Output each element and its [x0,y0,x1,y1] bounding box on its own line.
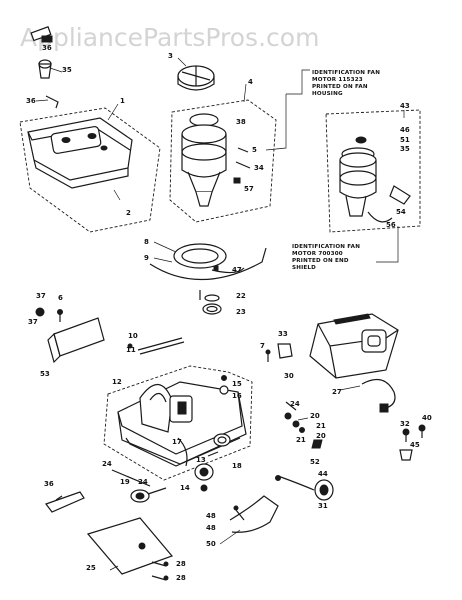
note-line: HOUSING [312,91,343,97]
callout-31: 31 [318,502,328,510]
callout-45: 45 [410,441,420,449]
callout-11: 11 [126,346,136,354]
callout-4: 4 [248,78,253,86]
filter-disc [177,57,215,91]
underside-parts [177,437,219,492]
callout-40: 40 [422,414,432,422]
note-line: MOTOR 115323 [312,77,363,83]
callout-50: 50 [206,540,216,548]
callout-47: 47 [232,266,242,274]
callout-14: 14 [180,484,190,492]
callout-19: 19 [120,478,130,486]
note-line: IDENTIFICATION FAN [292,244,360,250]
callout-35: 35 [62,66,72,74]
note-line: PRINTED ON END [292,258,349,264]
callout-28: 28 [176,574,186,582]
callout-28: 28 [176,560,186,568]
rings-22-23 [199,290,222,315]
callout-25: 25 [86,564,96,572]
callout-15: 15 [232,380,242,388]
watermark: AppliancePartsPros.com [20,23,319,52]
callout-36: 36 [26,97,36,105]
callout-57: 57 [244,185,254,193]
hardware-top-left [30,26,63,109]
callout-21: 21 [316,422,326,430]
callout-numbers: 36 35 36 1 2 3 4 38 5 34 57 43 46 51 35 … [26,44,432,582]
fasteners-33-7 [265,343,293,362]
callout-52: 52 [310,458,320,466]
rod-10-11 [127,337,185,355]
callout-9: 9 [144,254,149,262]
callout-36: 36 [42,44,52,52]
callout-5: 5 [252,146,257,154]
callout-20: 20 [316,432,326,440]
bottom-plate-25 [86,517,174,575]
callout-8: 8 [144,238,149,246]
callout-56: 56 [386,221,396,229]
callout-24: 24 [290,400,300,408]
callout-1: 1 [120,97,125,105]
callout-16: 16 [232,392,242,400]
callout-35: 35 [400,145,410,153]
callout-3: 3 [168,52,173,60]
note-line: SHIELD [292,265,316,271]
callout-38: 38 [236,118,246,126]
callout-37: 37 [36,292,46,300]
callout-22: 22 [236,292,246,300]
motor-b-note: IDENTIFICATION FAN MOTOR 700300 PRINTED … [292,226,399,271]
fasteners-right [399,424,426,461]
gasket-rings [149,241,267,281]
foot-36 [45,491,85,513]
callout-44: 44 [318,470,328,478]
callout-17: 17 [172,438,182,446]
callout-30: 30 [284,372,294,380]
callout-27: 27 [332,388,342,396]
switch-cluster [284,401,323,449]
motor-a-note: IDENTIFICATION FAN MOTOR 115323 PRINTED … [265,69,380,151]
housing-cover [19,103,161,233]
callout-48: 48 [206,512,216,520]
cord-27 [339,378,396,413]
callout-48: 48 [206,524,216,532]
note-line: MOTOR 700300 [292,251,343,257]
callout-21: 21 [296,436,306,444]
callout-34: 34 [254,164,264,172]
fan-motor-a [169,83,277,223]
wheel-31 [275,475,334,501]
hose-48-50 [219,495,279,545]
callout-10: 10 [128,332,138,340]
callout-32: 32 [400,420,410,428]
fan-motor-b [325,109,421,233]
callout-53: 53 [40,370,50,378]
callout-46: 46 [400,126,410,134]
callout-43: 43 [400,102,410,110]
callout-18: 18 [232,462,242,470]
note-line: PRINTED ON FAN [312,84,368,90]
hardware-28 [151,561,169,581]
callout-24: 24 [138,478,148,486]
callout-24: 24 [102,460,112,468]
callout-20: 20 [310,412,320,420]
caster-19 [111,469,167,503]
callout-33: 33 [278,330,288,338]
callout-54: 54 [396,208,406,216]
callout-13: 13 [196,456,206,464]
base-housing [103,365,253,481]
callout-36: 36 [44,480,54,488]
callout-23: 23 [236,308,246,316]
callout-37: 37 [28,318,38,326]
note-line: IDENTIFICATION FAN [312,70,380,76]
callout-7: 7 [260,342,265,350]
filter-bag-30 [309,313,399,379]
callout-2: 2 [126,209,131,217]
callout-51: 51 [400,136,410,144]
callout-12: 12 [112,378,122,386]
bracket-53 [35,307,105,364]
screws-15-16 [219,375,229,395]
callout-6: 6 [58,294,63,302]
